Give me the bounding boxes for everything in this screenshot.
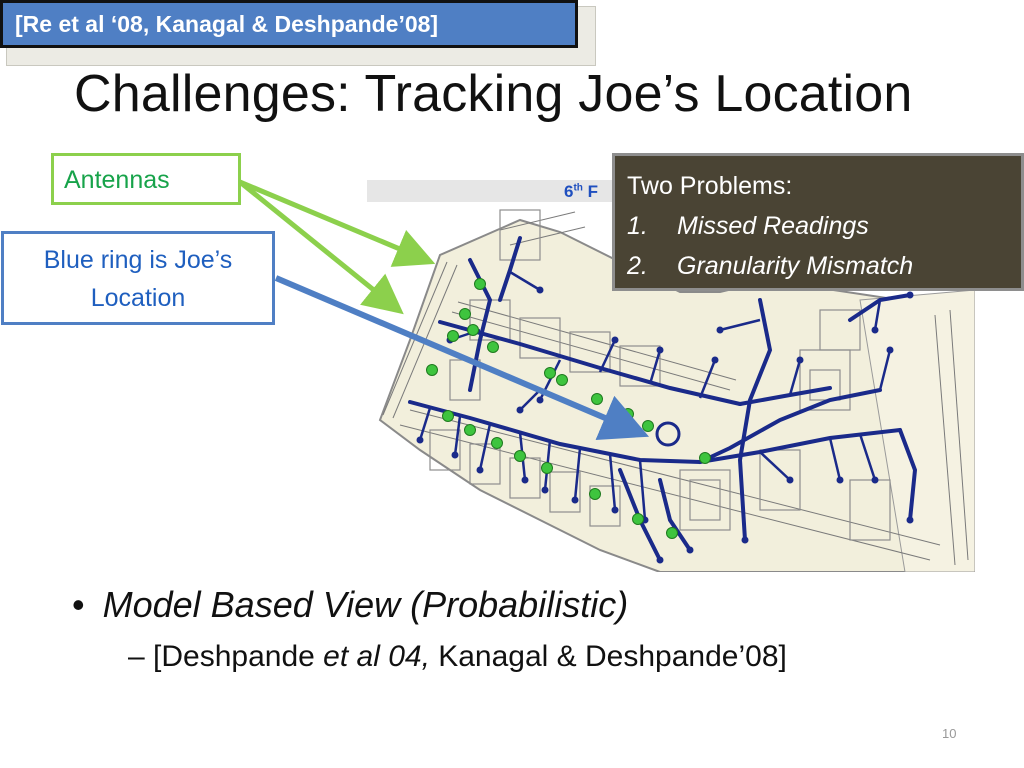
slide-number: 10 (942, 726, 957, 741)
blue-ring-callout: Blue ring is Joe’s Location (1, 231, 275, 325)
slide-title: Challenges: Tracking Joe’s Location (74, 65, 913, 123)
problem-item-2: 2. Granularity Mismatch (627, 252, 914, 280)
antennas-callout: Antennas (51, 153, 241, 205)
joe-location-ring (655, 421, 681, 447)
citation-box: [Re et al ‘08, Kanagal & Deshpande’08] (0, 0, 578, 48)
citation-text: [Re et al ‘08, Kanagal & Deshpande’08] (15, 10, 439, 37)
floor-label: 6th F (564, 182, 599, 201)
problems-heading: Two Problems: (627, 172, 793, 200)
bullet-dot: • (72, 584, 85, 625)
antennas-label: Antennas (64, 166, 170, 194)
bullet-list: •Model Based View (Probabilistic) – [Des… (72, 584, 787, 674)
blue-ring-line1: Blue ring is Joe’s (43, 246, 233, 274)
problems-box: Two Problems: 1. Missed Readings 2. Gran… (612, 153, 1024, 291)
bullet-main: •Model Based View (Probabilistic) (72, 584, 629, 625)
blue-ring-line2: Location (90, 284, 186, 312)
problem-item-1: 1. Missed Readings (627, 212, 869, 240)
bullet-sub: – [Deshpande et al 04, Kanagal & Deshpan… (128, 640, 787, 673)
